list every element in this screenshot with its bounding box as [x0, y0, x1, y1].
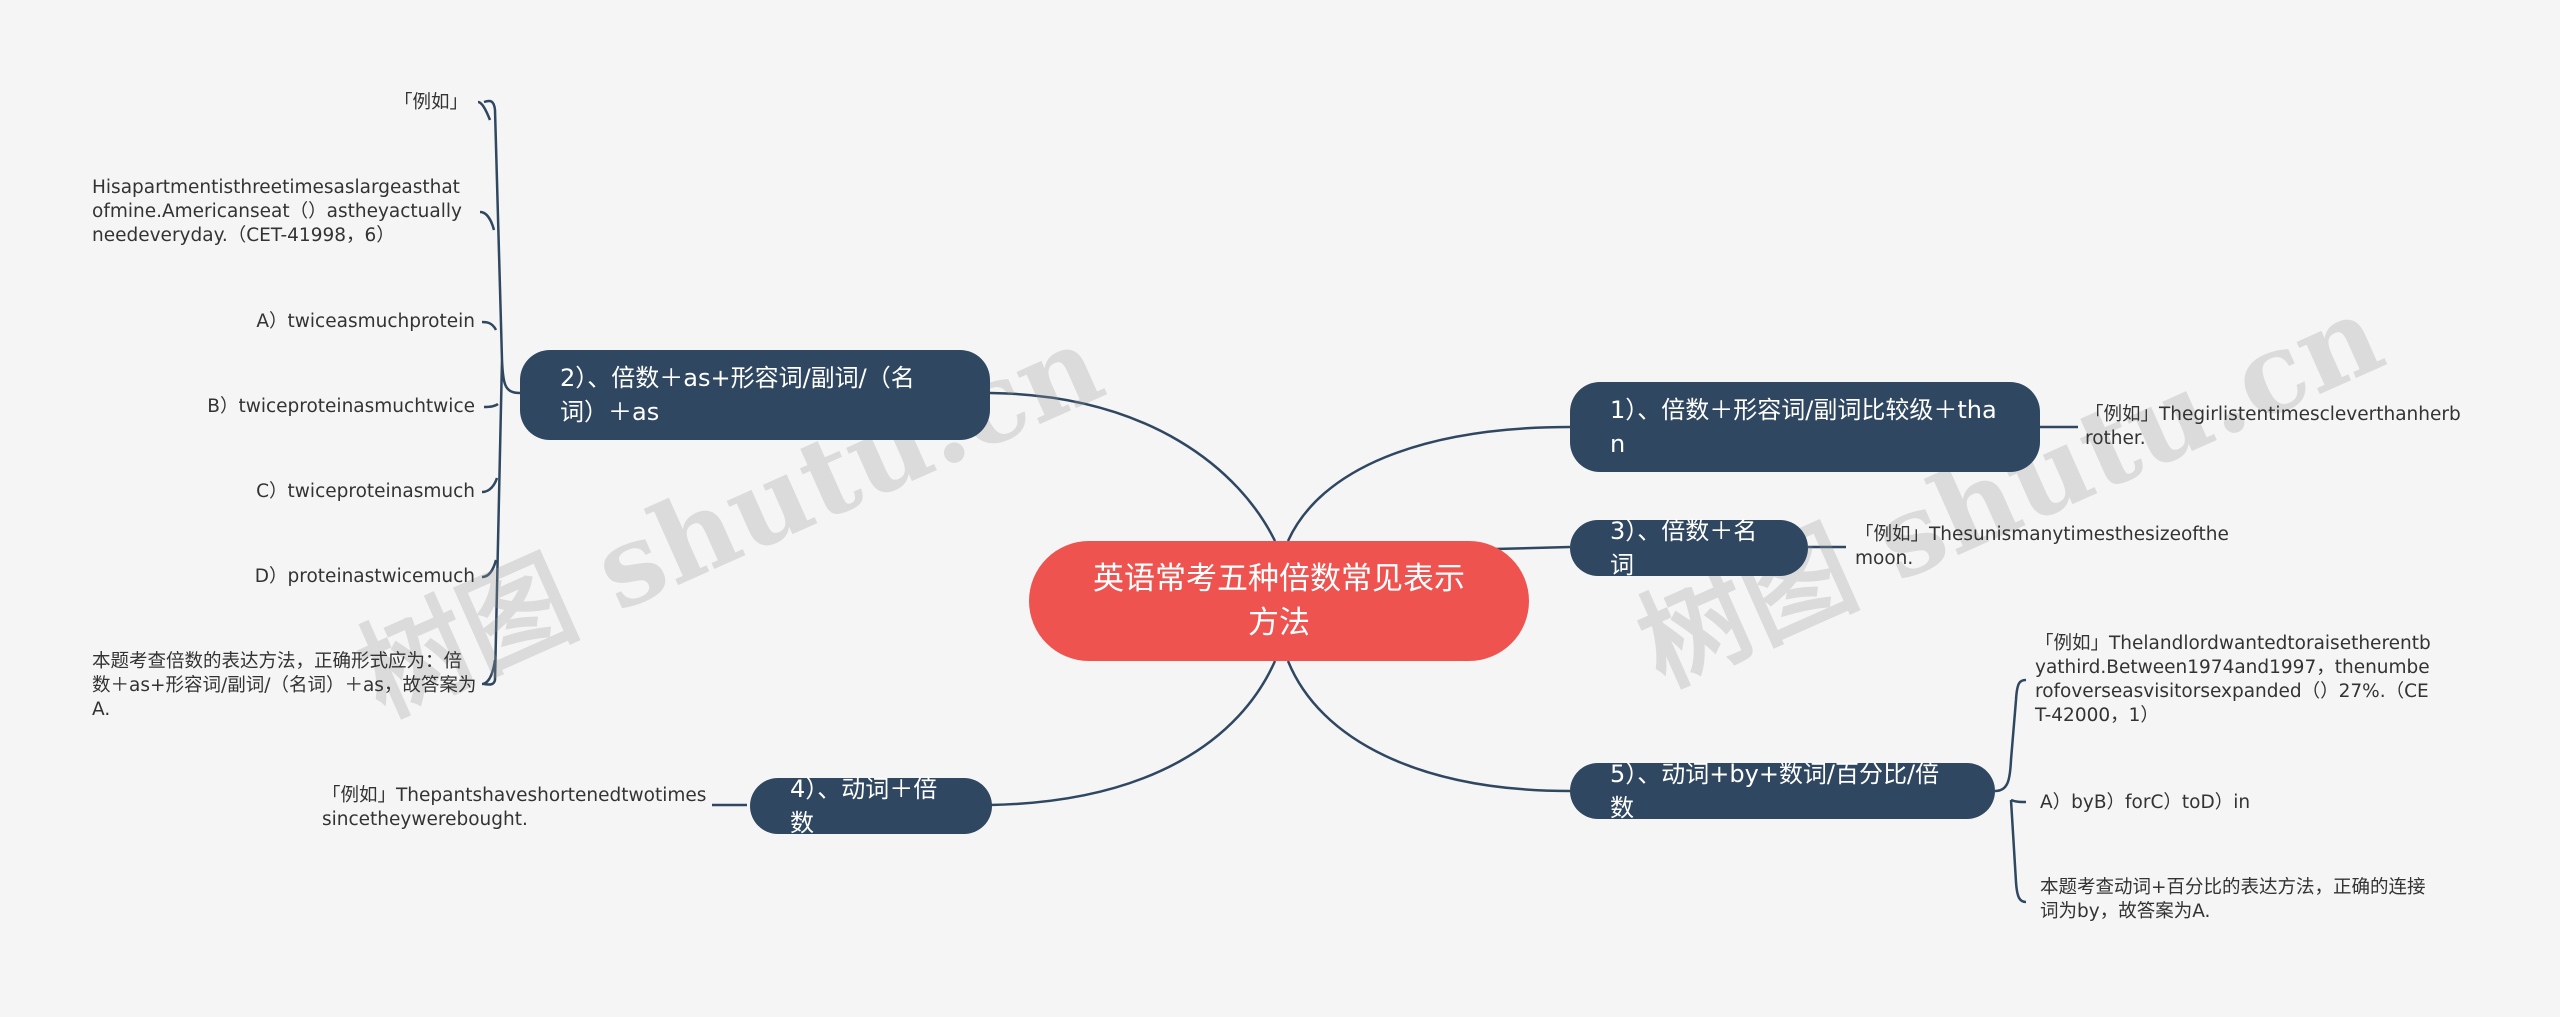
- branch-node-5[interactable]: 5）、动词+by+数词/百分比/倍数: [1570, 760, 1995, 822]
- leaf-b2-explanation: 本题考查倍数的表达方法，正确形式应为：倍数＋as+形容词/副词/（名词）＋as，…: [92, 651, 477, 720]
- bracket-b5: [1994, 678, 2027, 904]
- connector-root-b3: [1494, 545, 1571, 551]
- leaf-b5-options: A）byB）forC）toD）in: [2040, 792, 2251, 813]
- leaf-b2-label: 「例如」: [393, 92, 468, 113]
- tick-b2-4: [481, 477, 499, 494]
- leaf-b3-example: 「例如」Thesunismanytimesthesizeofthemoon.: [1855, 524, 2229, 569]
- branch-node-2[interactable]: 2）、倍数＋as+形容词/副词/（名词）＋as: [520, 350, 990, 440]
- tick-b5-1: [2010, 798, 2027, 804]
- leaf-b2-option-c: C）twiceproteinasmuch: [256, 481, 475, 502]
- tick-b2-3: [483, 402, 499, 409]
- leaf-b4-example: 「例如」Thepantshaveshortenedtwotimessinceth…: [322, 785, 707, 830]
- leaf-b5-explanation: 本题考查动词+百分比的表达方法，正确的连接词为by，故答案为A.: [2040, 877, 2426, 922]
- leaf-b1-example: 「例如」Thegirlistentimescleverthanherbrothe…: [2085, 404, 2461, 449]
- branch-node-3[interactable]: 3）、倍数＋名词: [1570, 517, 1808, 579]
- tick-b2-5: [481, 559, 498, 579]
- leaf-b2-question: Hisapartmentisthreetimesaslargeasthatofm…: [92, 177, 462, 246]
- leaf-b5-example: 「例如」Thelandlordwantedtoraisetherentbyath…: [2035, 633, 2431, 726]
- leaf-b2-option-b: B）twiceproteinasmuchtwice: [207, 396, 475, 417]
- tick-b2-1: [479, 210, 496, 231]
- connector-root-b5: [1286, 660, 1571, 793]
- leaf-b2-option-d: D）proteinastwicemuch: [254, 566, 475, 587]
- connector-root-b4: [989, 660, 1277, 807]
- root-node[interactable]: 英语常考五种倍数常见表示方法: [1029, 541, 1529, 661]
- branch-node-1[interactable]: 1）、倍数＋形容词/副词比较级＋than: [1570, 382, 2040, 472]
- tick-b2-2: [481, 320, 498, 331]
- tick-b2-6: [481, 659, 497, 686]
- tick-b2-0: [477, 100, 492, 121]
- connector-root-b2: [989, 391, 1277, 542]
- leaf-b2-option-a: A）twiceasmuchprotein: [256, 311, 475, 332]
- connector-root-b1: [1286, 425, 1571, 542]
- branch-node-4[interactable]: 4）、动词＋倍数: [750, 775, 992, 837]
